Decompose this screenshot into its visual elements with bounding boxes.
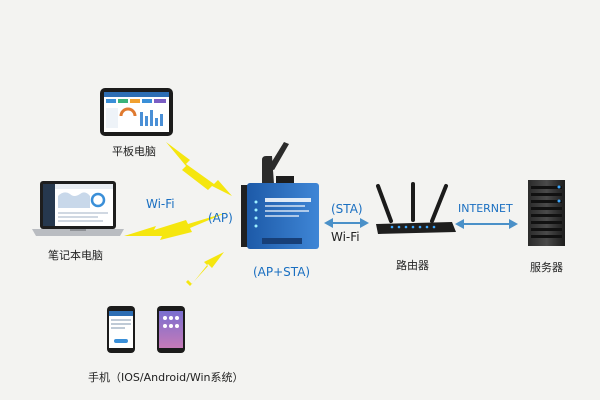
phone-purple-icon bbox=[157, 306, 185, 353]
tablet-label: 平板电脑 bbox=[112, 145, 156, 158]
laptop-icon bbox=[32, 181, 124, 236]
phone-white-icon bbox=[107, 306, 135, 353]
tablet-icon bbox=[100, 88, 173, 136]
laptop-label: 笔记本电脑 bbox=[48, 249, 103, 262]
lightning-tablet-icon bbox=[166, 142, 232, 196]
server-icon bbox=[528, 180, 565, 246]
internet-label: INTERNET bbox=[458, 202, 513, 215]
phones-label: 手机（IOS/Android/Win系统） bbox=[88, 371, 244, 384]
router-icon bbox=[376, 182, 456, 234]
ap-sta-label: (AP+STA) bbox=[253, 265, 311, 279]
ap-label: (AP) bbox=[208, 211, 233, 225]
server-label: 服务器 bbox=[530, 261, 563, 274]
wifi-dtu-device-icon bbox=[241, 142, 319, 249]
arrow-router-server bbox=[455, 219, 518, 229]
wifi-right-label: Wi-Fi bbox=[331, 230, 360, 244]
lightning-laptop-icon bbox=[124, 212, 228, 240]
arrow-dtu-router bbox=[324, 218, 369, 228]
sta-label: (STA) bbox=[331, 202, 363, 216]
router-label: 路由器 bbox=[396, 259, 429, 272]
lightning-phone-icon bbox=[168, 252, 224, 300]
wifi-left-label: Wi-Fi bbox=[146, 197, 175, 211]
